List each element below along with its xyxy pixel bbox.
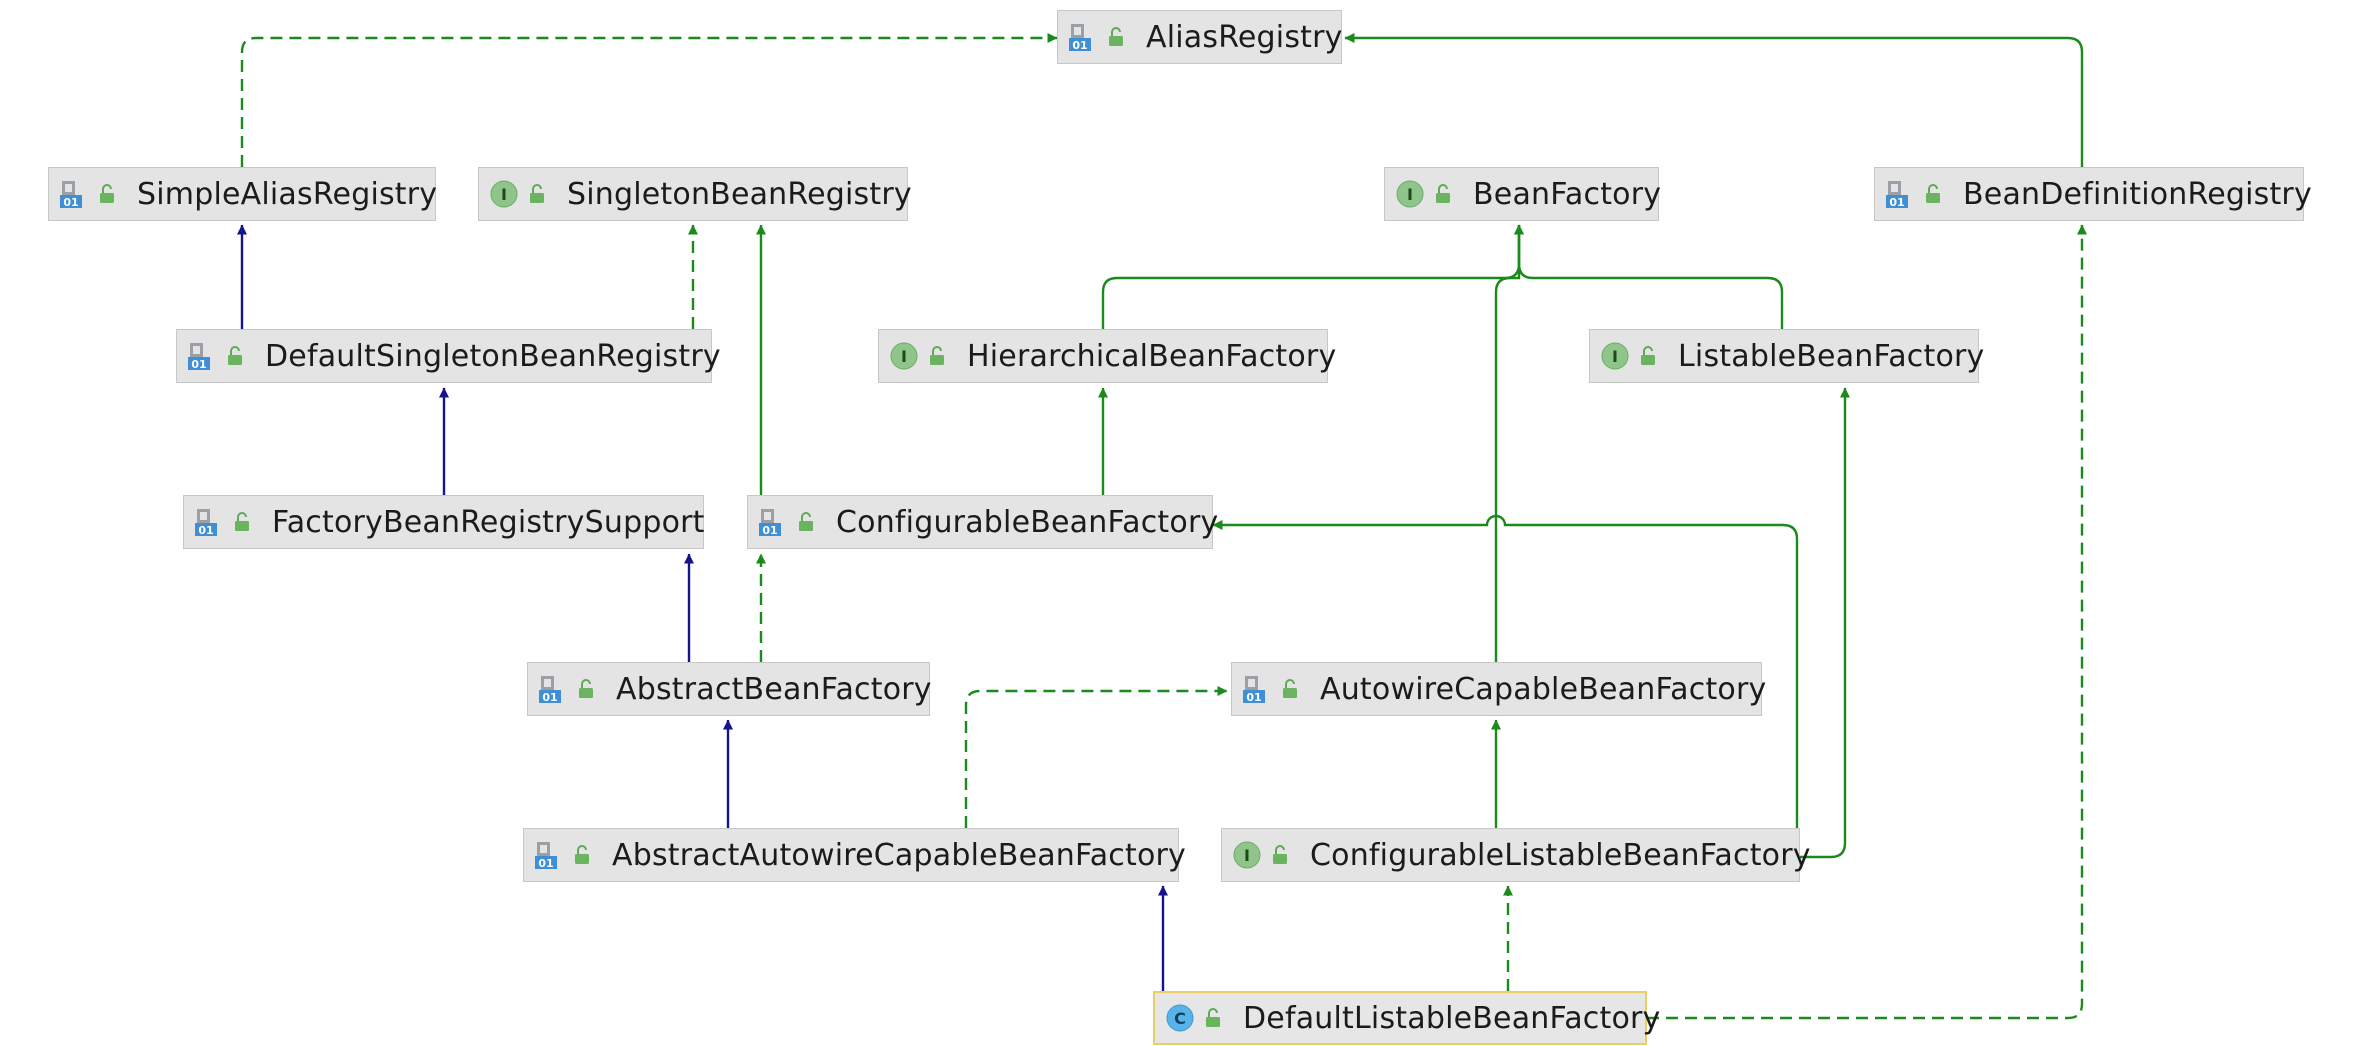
edge-abstractautowirecapablebeanfactory-autowirecapablebeanfactory [964,686,1228,828]
svg-text:I: I [1612,347,1618,366]
interface-icon: I [489,179,519,209]
node-default-listable-bean-factory[interactable]: C DefaultListableBeanFactory [1153,991,1660,1045]
abstract-class-icon: 01 [534,840,564,870]
svg-text:01: 01 [1889,196,1904,209]
public-visibility-icon [1640,346,1656,366]
edge-autowirecapablebeanfactory-beanfactory [1494,224,1524,662]
node-simple-alias-registry[interactable]: 01 SimpleAliasRegistry [48,167,438,221]
public-visibility-icon [234,512,250,532]
node-label: FactoryBeanRegistrySupport [272,504,705,540]
public-visibility-icon [1925,184,1941,204]
svg-text:I: I [1244,846,1250,865]
node-abstract-bean-factory[interactable]: 01 AbstractBeanFactory [527,662,932,716]
node-bean-definition-registry[interactable]: 01 BeanDefinitionRegistry [1874,167,2312,221]
public-visibility-icon [227,346,243,366]
interface-icon: I [889,341,919,371]
svg-text:C: C [1174,1009,1186,1028]
public-visibility-icon [1205,1008,1221,1028]
svg-text:01: 01 [63,196,78,209]
public-visibility-icon [529,184,545,204]
svg-text:I: I [901,347,907,366]
node-label: SimpleAliasRegistry [137,176,438,212]
node-label: BeanDefinitionRegistry [1963,176,2312,212]
interface-icon: I [1395,179,1425,209]
edge-listablebeanfactory-beanfactory [1514,224,1784,329]
interface-icon: I [1600,341,1630,371]
svg-text:01: 01 [1072,39,1087,52]
svg-text:I: I [501,185,507,204]
node-label: SingletonBeanRegistry [567,176,912,212]
public-visibility-icon [578,679,594,699]
node-abstract-autowire-capable-bean-factory[interactable]: 01 AbstractAutowireCapableBeanFactory [523,828,1186,882]
node-factory-bean-registry-support[interactable]: 01 FactoryBeanRegistrySupport [183,495,704,549]
public-visibility-icon [1272,845,1288,865]
public-visibility-icon [99,184,115,204]
abstract-class-icon: 01 [194,507,224,537]
node-bean-factory[interactable]: I BeanFactory [1384,167,1662,221]
svg-text:01: 01 [762,524,777,537]
interface-icon: I [1232,840,1262,870]
abstract-class-icon: 01 [538,674,568,704]
node-label: ConfigurableListableBeanFactory [1310,837,1811,873]
node-label: AutowireCapableBeanFactory [1320,671,1767,707]
public-visibility-icon [574,845,590,865]
svg-text:01: 01 [198,524,213,537]
abstract-class-icon: 01 [187,341,217,371]
edge-beandefinitionregistry-aliasregistry [1344,33,2084,167]
edge-simplealiasregistry-aliasregistry [240,33,1058,167]
abstract-class-icon: 01 [1885,179,1915,209]
node-label: BeanFactory [1473,176,1662,212]
node-listable-bean-factory[interactable]: I ListableBeanFactory [1589,329,1984,383]
edge-defaultlistablebeanfactory-beandefinitionregistry [1647,224,2087,1020]
abstract-class-icon: 01 [1242,674,1272,704]
edge-hierarchicalbeanfactory-beanfactory [1101,224,1524,329]
node-label: ListableBeanFactory [1678,338,1985,374]
node-default-singleton-bean-registry[interactable]: 01 DefaultSingletonBeanRegistry [176,329,721,383]
edge-configurablelistablebeanfactory-configurablebeanfactory [1212,514,1799,857]
node-label: AbstractBeanFactory [616,671,932,707]
abstract-class-icon: 01 [59,179,89,209]
svg-text:01: 01 [538,857,553,870]
node-configurable-listable-bean-factory[interactable]: I ConfigurableListableBeanFactory [1221,828,1811,882]
edge-configurablelistablebeanfactory-listablebeanfactory [1800,387,1850,859]
node-autowire-capable-bean-factory[interactable]: 01 AutowireCapableBeanFactory [1231,662,1766,716]
node-label: DefaultListableBeanFactory [1243,1000,1661,1036]
svg-text:I: I [1407,185,1413,204]
svg-text:01: 01 [191,358,206,371]
node-label: ConfigurableBeanFactory [836,504,1219,540]
node-configurable-bean-factory[interactable]: 01 ConfigurableBeanFactory [747,495,1218,549]
node-label: AliasRegistry [1146,19,1343,55]
public-visibility-icon [929,346,945,366]
public-visibility-icon [1282,679,1298,699]
node-alias-registry[interactable]: 01 AliasRegistry [1057,10,1342,64]
node-label: AbstractAutowireCapableBeanFactory [612,837,1187,873]
node-hierarchical-bean-factory[interactable]: I HierarchicalBeanFactory [878,329,1336,383]
public-visibility-icon [1435,184,1451,204]
class-icon: C [1165,1003,1195,1033]
public-visibility-icon [798,512,814,532]
node-singleton-bean-registry[interactable]: I SingletonBeanRegistry [478,167,912,221]
node-label: HierarchicalBeanFactory [967,338,1337,374]
abstract-class-icon: 01 [758,507,788,537]
svg-text:01: 01 [1246,691,1261,704]
svg-text:01: 01 [542,691,557,704]
public-visibility-icon [1108,27,1124,47]
node-label: DefaultSingletonBeanRegistry [265,338,721,374]
abstract-class-icon: 01 [1068,22,1098,52]
